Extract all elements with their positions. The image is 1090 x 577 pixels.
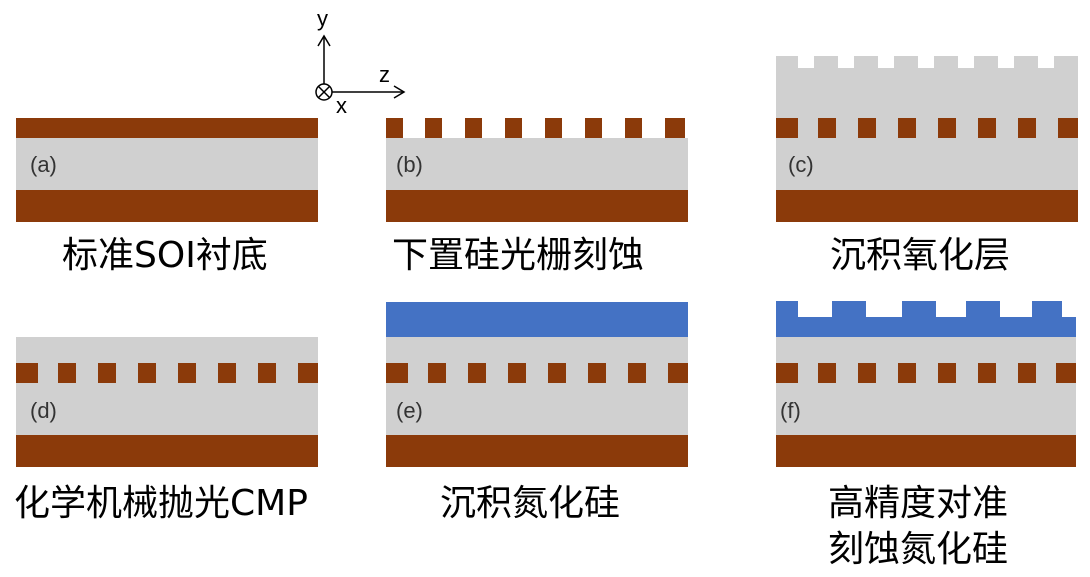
axis-x-label: x (336, 93, 347, 118)
panel-label: (e) (396, 398, 423, 423)
silicon-grating (16, 363, 318, 383)
planarized-oxide-layer (16, 337, 318, 435)
panel-a: (a) (16, 118, 318, 222)
silicon-substrate (776, 190, 1078, 222)
silicon-grating (386, 118, 685, 138)
panel-label: (c) (788, 152, 814, 177)
panel-label: (f) (780, 398, 801, 423)
etched-nitride-grating (776, 301, 1076, 337)
caption-b: 下置硅光栅刻蚀 (392, 235, 645, 276)
oxide-layer (386, 337, 688, 435)
panel-label: (d) (30, 398, 57, 423)
silicon-grating (776, 118, 1078, 138)
axis-z-label: z (379, 62, 390, 87)
coordinate-axes: y z x (315, 6, 406, 118)
silicon-substrate (16, 190, 318, 222)
deposited-oxide-layer (776, 56, 1078, 190)
axis-y-label: y (317, 6, 328, 31)
caption-d: 化学机械抛光CMP (14, 483, 308, 524)
caption-f-line1: 高精度对准 (828, 483, 1009, 524)
caption-a: 标准SOI衬底 (62, 235, 268, 276)
caption-e: 沉积氮化硅 (440, 483, 621, 524)
panel-label: (a) (30, 152, 57, 177)
panel-d: (d) (16, 337, 318, 467)
buried-oxide-layer (16, 138, 318, 190)
oxide-layer (776, 337, 1076, 435)
silicon-nitride-layer (386, 302, 688, 337)
panel-b: (b) (386, 118, 688, 222)
silicon-substrate (16, 435, 318, 467)
panel-e: (e) (386, 302, 688, 467)
caption-c: 沉积氧化层 (830, 235, 1011, 276)
silicon-substrate (386, 435, 688, 467)
silicon-grating (776, 363, 1076, 383)
panel-f: (f) (776, 301, 1076, 467)
panel-label: (b) (396, 152, 423, 177)
panel-c: (c) (776, 56, 1078, 222)
silicon-grating (386, 363, 688, 383)
silicon-substrate (776, 435, 1076, 467)
silicon-device-layer (16, 118, 318, 138)
silicon-substrate (386, 190, 688, 222)
caption-f-line2: 刻蚀氮化硅 (828, 529, 1009, 570)
buried-oxide-layer (386, 138, 688, 190)
